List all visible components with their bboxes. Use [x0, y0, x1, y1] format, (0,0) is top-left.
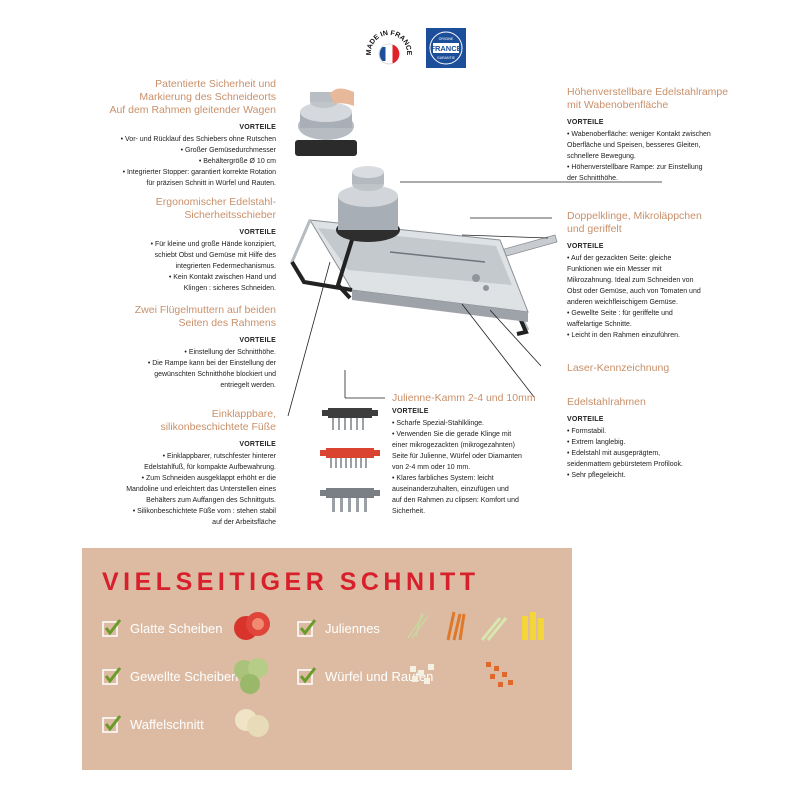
vielseitiger-schnitt-panel: VIELSEITIGER SCHNITT Glatte Scheiben Gew…	[82, 548, 572, 770]
feature-doppelklinge-vorteile: VORTEILE	[567, 243, 604, 250]
feature-wagen-desc: • Vor- und Rücklauf des Schiebers ohne R…	[120, 136, 276, 187]
svg-text:GARANTIE: GARANTIE	[437, 56, 456, 60]
cut-item-glatte-scheiben: Glatte Scheiben	[102, 618, 223, 638]
feature-schieber-vorteile: VORTEILE	[239, 229, 276, 236]
feature-fuesse-vorteile: VORTEILE	[239, 441, 276, 448]
feature-wagen-vorteile: VORTEILE	[239, 124, 276, 131]
tomato-slices-icon	[234, 612, 270, 640]
cut-item-wuerfel-und-rauten: Würfel und Rauten	[297, 666, 433, 686]
pusher-closeup-image	[295, 88, 357, 156]
check-icon	[297, 619, 317, 637]
panel-title: VIELSEITIGER SCHNITT	[102, 568, 480, 596]
comb-red	[320, 448, 380, 468]
waffle-slices-icon	[235, 709, 269, 737]
julienne-combs-image	[320, 408, 380, 512]
check-icon	[102, 667, 122, 685]
cut-label: Waffelschnitt	[130, 716, 204, 732]
cut-label: Juliennes	[325, 620, 380, 636]
feature-fluegelmuttern-title: Zwei Flügelmuttern auf beiden Seiten des…	[134, 304, 276, 329]
cut-item-gewellte-scheiben: Gewellte Scheiben	[102, 666, 238, 686]
feature-fuesse-desc: • Einklappbarer, rutschfester hinterer E…	[126, 453, 276, 526]
comb-grey	[320, 488, 380, 512]
feature-edelstahlrahmen-title: Edelstahlrahmen	[567, 396, 646, 408]
feature-schieber: Ergonomischer Edelstahl- Sicherheitsschi…	[110, 196, 276, 294]
mandoline-illustration	[290, 88, 558, 336]
cut-item-juliennes: Juliennes	[297, 618, 380, 638]
origine-france-badge: FRANCE ORIGINE GARANTIE	[426, 28, 466, 68]
feature-edelstahlrahmen-desc: • Formstabil. • Extrem langlebig. • Edel…	[567, 428, 683, 479]
feature-julienne-title: Julienne-Kamm 2-4 und 10mm	[392, 392, 536, 404]
feature-laser: Laser-Kennzeichnung	[567, 362, 737, 375]
diced-icon	[410, 662, 513, 687]
mandoline-body	[290, 166, 558, 336]
check-icon	[102, 619, 122, 637]
feature-laser-title: Laser-Kennzeichnung	[567, 362, 670, 374]
feature-rampe-title: Höhenverstellbare Edelstahlrampe mit Wab…	[567, 86, 729, 111]
feature-wagen-title: Patentierte Sicherheit und Markierung de…	[109, 78, 276, 116]
julienne-icon	[407, 611, 544, 641]
comb-dark	[322, 408, 378, 430]
cut-item-waffelschnitt: Waffelschnitt	[102, 714, 204, 734]
feature-fuesse: Einklappbare, silikonbeschichtete Füße V…	[96, 408, 276, 528]
cut-label: Glatte Scheiben	[130, 620, 223, 636]
feature-fluegelmuttern: Zwei Flügelmuttern auf beiden Seiten des…	[110, 304, 276, 391]
cut-label: Würfel und Rauten	[325, 668, 434, 684]
svg-text:ORIGINE: ORIGINE	[439, 37, 454, 41]
feature-doppelklinge-desc: • Auf der gezackten Seite: gleiche Funkt…	[567, 255, 701, 339]
feature-doppelklinge-title: Doppelklinge, Mikroläppchen und geriffel…	[567, 210, 702, 235]
check-icon	[297, 667, 317, 685]
feature-julienne: Julienne-Kamm 2-4 und 10mm VORTEILE • Sc…	[392, 392, 552, 517]
feature-julienne-vorteile: VORTEILE	[392, 408, 429, 415]
cut-label: Gewellte Scheiben	[130, 668, 239, 684]
feature-rampe-vorteile: VORTEILE	[567, 119, 604, 126]
feature-rampe-desc: • Wabenoberfläche: weniger Kontakt zwisc…	[567, 131, 711, 182]
feature-edelstahlrahmen-vorteile: VORTEILE	[567, 416, 604, 423]
feature-schieber-desc: • Für kleine und große Hände konzipiert,…	[150, 241, 276, 292]
feature-rampe: Höhenverstellbare Edelstahlrampe mit Wab…	[567, 86, 747, 184]
made-in-france-badge: MADE IN FRANCE	[366, 30, 412, 65]
feature-fluegelmuttern-desc: • Einstellung der Schnitthöhe. • Die Ram…	[147, 349, 276, 389]
feature-schieber-title: Ergonomischer Edelstahl- Sicherheitsschi…	[155, 196, 276, 221]
feature-wagen: Patentierte Sicherheit und Markierung de…	[100, 78, 276, 189]
check-icon	[102, 715, 122, 733]
cucumber-slices-icon	[234, 658, 268, 694]
feature-fluegelmuttern-vorteile: VORTEILE	[239, 337, 276, 344]
feature-edelstahlrahmen: Edelstahlrahmen VORTEILE • Formstabil. •…	[567, 396, 737, 481]
feature-julienne-desc: • Scharfe Spezial-Stahlklinge. • Verwend…	[392, 420, 522, 515]
feature-doppelklinge: Doppelklinge, Mikroläppchen und geriffel…	[567, 210, 737, 341]
feature-fuesse-title: Einklappbare, silikonbeschichtete Füße	[160, 408, 276, 433]
svg-text:FRANCE: FRANCE	[430, 44, 461, 53]
